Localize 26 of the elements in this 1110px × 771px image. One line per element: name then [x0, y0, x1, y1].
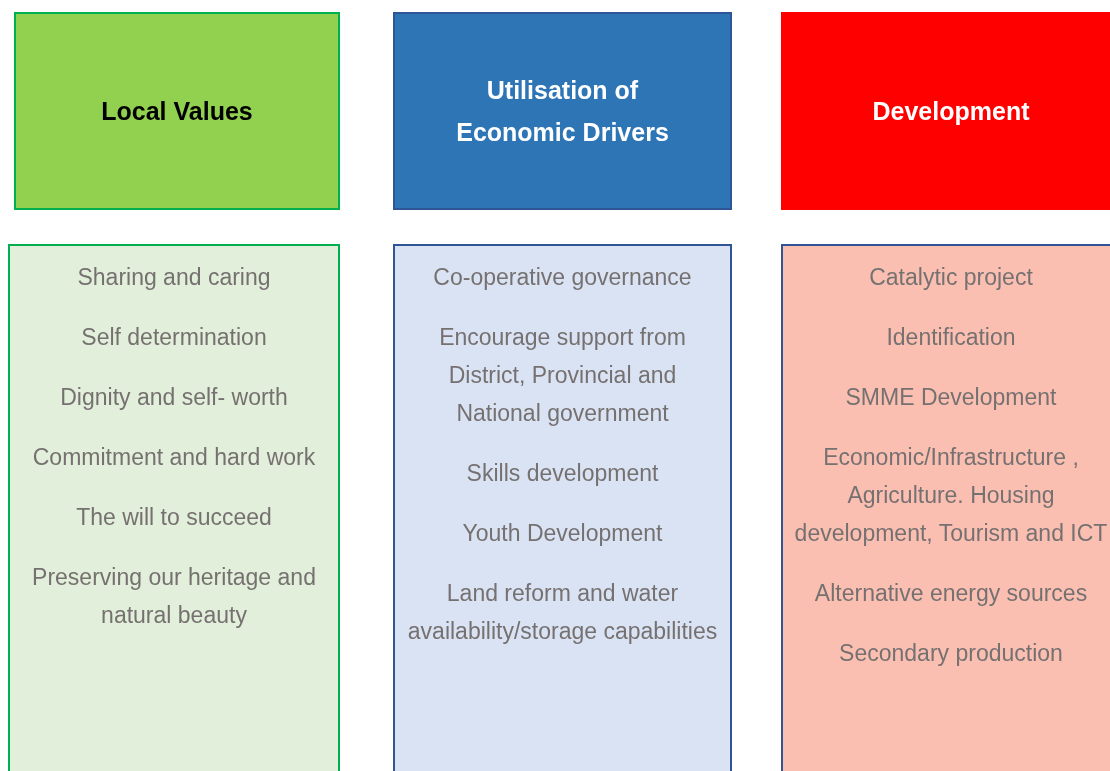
header-box	[781, 12, 1110, 210]
list-item: Encourage support from District, Provincial and National government	[438, 323, 687, 428]
list-item: Identification	[885, 323, 1017, 352]
list-item: Sharing and caring	[76, 263, 272, 292]
list-item: Self determination	[80, 323, 268, 352]
list-item: Commitment and hard work	[31, 443, 317, 472]
list-panel	[8, 244, 340, 771]
column-heading: Development	[871, 95, 1031, 127]
list-item: Alternative energy sources	[813, 579, 1089, 608]
header-box	[14, 12, 340, 210]
list-item: Co-operative governance	[432, 263, 693, 292]
column-heading: Local Values	[100, 95, 254, 127]
list-item: Land reform and water availability/storage capabilities	[406, 579, 719, 646]
list-item: Youth Development	[461, 519, 664, 548]
column-heading: Utilisation of Economic Drivers	[455, 74, 670, 148]
header-box	[393, 12, 732, 210]
list-item: Dignity and self- worth	[59, 383, 289, 412]
list-item: Skills development	[465, 459, 660, 488]
list-item: The will to succeed	[75, 503, 273, 532]
list-panel	[393, 244, 732, 771]
list-item: Secondary production	[838, 639, 1064, 668]
list-item: Preserving our heritage and natural beauty	[31, 563, 317, 630]
list-item: Economic/Infrastructure , Agriculture. Housing development, Tourism and ICT	[793, 443, 1109, 548]
list-item: Catalytic project	[868, 263, 1034, 292]
list-item: SMME Development	[844, 383, 1058, 412]
list-panel	[781, 244, 1110, 771]
